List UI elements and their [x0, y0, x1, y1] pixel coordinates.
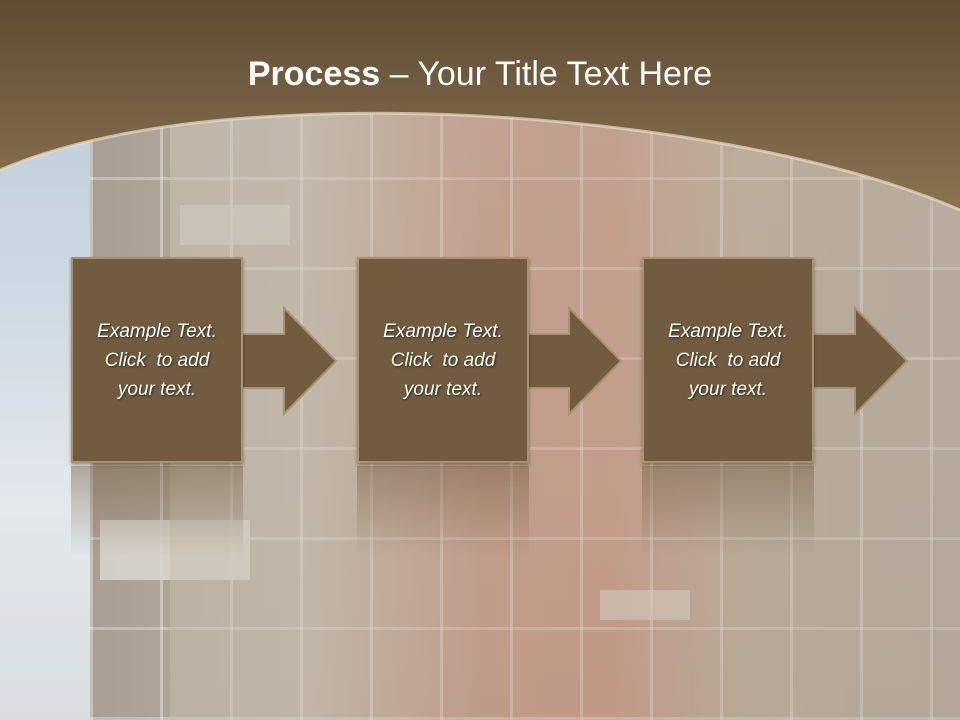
photo-overlay — [170, 100, 960, 720]
arrow-right-icon — [525, 306, 623, 416]
step-3-line-3: your text. — [688, 378, 768, 400]
step-2-line-3: your text. — [403, 378, 483, 400]
step-3-text: Example Text. Click to add your text. — [644, 259, 812, 461]
page-title[interactable]: Process – Your Title Text Here — [0, 52, 960, 96]
step-3-line-2: Click to add — [675, 349, 781, 371]
title-bold: Process — [247, 55, 381, 93]
step-2-text: Example Text. Click to add your text. — [359, 259, 527, 461]
box-reflection — [357, 466, 529, 556]
step-1-text: Example Text. Click to add your text. — [73, 259, 241, 461]
process-step-1[interactable]: Example Text. Click to add your text. — [71, 257, 243, 463]
step-2-line-2: Click to add — [390, 349, 496, 371]
header-band — [0, 0, 960, 212]
process-step-2[interactable]: Example Text. Click to add your text. — [357, 257, 529, 463]
step-1-line-2: Click to add — [104, 349, 210, 371]
title-rest: – Your Title Text Here — [380, 55, 713, 93]
arrow-right-icon — [811, 306, 909, 416]
step-1-line-3: your text. — [117, 378, 197, 400]
step-1-line-1: Example Text. — [97, 320, 217, 342]
step-3-line-1: Example Text. — [668, 320, 788, 342]
box-reflection — [642, 466, 814, 556]
arrow-right-icon — [240, 306, 338, 416]
process-step-3[interactable]: Example Text. Click to add your text. — [642, 257, 814, 463]
step-2-line-1: Example Text. — [383, 320, 503, 342]
box-reflection — [71, 466, 243, 556]
